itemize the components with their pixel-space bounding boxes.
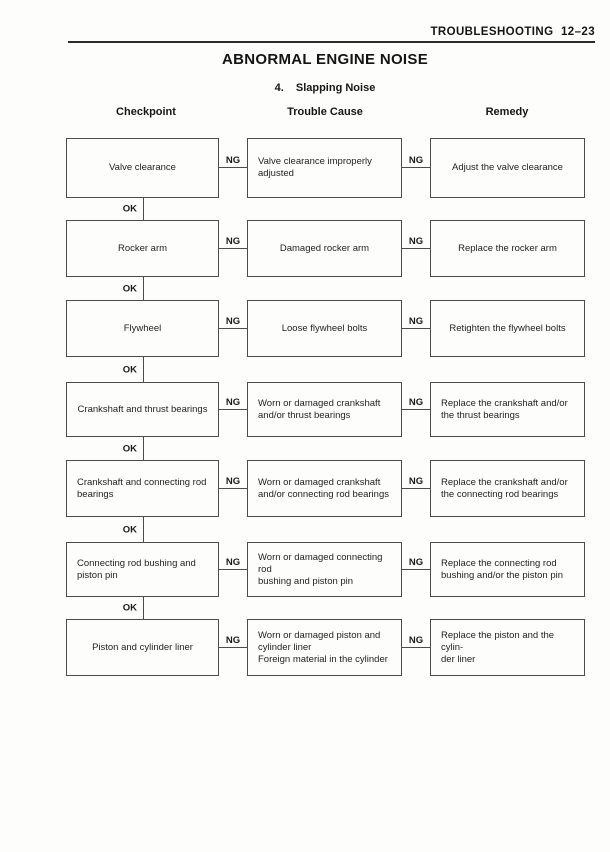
remedy-box: Replace the connecting rod bushing and/o… <box>430 542 585 597</box>
trouble-cause-box: Worn or damaged crankshaft and/or connec… <box>247 460 402 517</box>
ng-label: NG <box>408 235 424 247</box>
ok-line <box>143 517 144 542</box>
ok-label: OK <box>122 203 137 215</box>
section-number: 4. <box>274 82 284 94</box>
flow-row: Connecting rod bushing and piston pin NG… <box>0 542 610 597</box>
remedy-box: Replace the crankshaft and/or the thrust… <box>430 382 585 437</box>
ok-label: OK <box>122 602 137 614</box>
remedy-box: Retighten the flywheel bolts <box>430 300 585 357</box>
checkpoint-box: Piston and cylinder liner <box>66 619 219 676</box>
flow-row: Rocker arm NG Damaged rocker arm NG Repl… <box>0 220 610 277</box>
flow-row: Piston and cylinder liner NG Worn or dam… <box>0 619 610 676</box>
remedy-box: Adjust the valve clearance <box>430 138 585 198</box>
checkpoint-box: Flywheel <box>66 300 219 357</box>
ng-connector: NG <box>402 316 430 329</box>
flow-row: Crankshaft and thrust bearings NG Worn o… <box>0 382 610 437</box>
flow-row: Crankshaft and connecting rod bearings N… <box>0 460 610 517</box>
ok-connector: OK <box>99 198 144 220</box>
flow-row: Valve clearance NG Valve clearance impro… <box>0 138 610 198</box>
ng-connector: NG <box>219 635 247 648</box>
ng-label: NG <box>225 396 241 408</box>
ng-connector: NG <box>219 155 247 168</box>
trouble-cause-box: Worn or damaged connecting rod bushing a… <box>247 542 402 597</box>
ng-connector: NG <box>219 236 247 249</box>
trouble-cause-box: Worn or damaged piston and cylinder line… <box>247 619 402 676</box>
ng-label: NG <box>225 315 241 327</box>
ok-connector: OK <box>99 277 144 300</box>
ok-label: OK <box>122 443 137 454</box>
checkpoint-box: Crankshaft and thrust bearings <box>66 382 219 437</box>
ok-connector: OK <box>99 517 144 542</box>
ok-line <box>143 357 144 382</box>
ng-connector: NG <box>402 476 430 489</box>
section-subtitle: 4. Slapping Noise <box>40 82 610 94</box>
trouble-cause-box: Worn or damaged crankshaft and/or thrust… <box>247 382 402 437</box>
ng-connector: NG <box>219 316 247 329</box>
ng-label: NG <box>408 556 424 568</box>
remedy-box: Replace the rocker arm <box>430 220 585 277</box>
ng-label: NG <box>408 315 424 327</box>
ng-connector: NG <box>402 397 430 410</box>
checkpoint-box: Crankshaft and connecting rod bearings <box>66 460 219 517</box>
ng-connector: NG <box>402 155 430 168</box>
ng-connector: NG <box>402 236 430 249</box>
remedy-box: Replace the piston and the cylin- der li… <box>430 619 585 676</box>
column-header-trouble-cause: Trouble Cause <box>287 106 363 118</box>
ok-line <box>143 437 144 460</box>
running-header: TROUBLESHOOTING 12–23 <box>430 26 595 38</box>
ng-label: NG <box>408 475 424 487</box>
ok-label: OK <box>122 283 137 294</box>
trouble-cause-box: Damaged rocker arm <box>247 220 402 277</box>
ok-line <box>143 198 144 220</box>
page-title: ABNORMAL ENGINE NOISE <box>221 51 429 68</box>
column-header-remedy: Remedy <box>485 106 529 118</box>
ok-line <box>143 277 144 300</box>
ok-line <box>143 597 144 619</box>
section-title: Slapping Noise <box>295 82 376 94</box>
ng-label: NG <box>225 475 241 487</box>
ng-connector: NG <box>219 557 247 570</box>
trouble-cause-box: Valve clearance improperly adjusted <box>247 138 402 198</box>
trouble-cause-box: Loose flywheel bolts <box>247 300 402 357</box>
flow-row: Flywheel NG Loose flywheel bolts NG Reti… <box>0 300 610 357</box>
column-header-checkpoint: Checkpoint <box>116 106 176 118</box>
ok-connector: OK <box>99 357 144 382</box>
checkpoint-box: Rocker arm <box>66 220 219 277</box>
ng-connector: NG <box>219 397 247 410</box>
ng-connector: NG <box>219 476 247 489</box>
ng-label: NG <box>225 634 241 646</box>
ng-connector: NG <box>402 557 430 570</box>
ng-connector: NG <box>402 635 430 648</box>
checkpoint-box: Valve clearance <box>66 138 219 198</box>
ng-label: NG <box>225 235 241 247</box>
remedy-box: Replace the crankshaft and/or the connec… <box>430 460 585 517</box>
ok-label: OK <box>122 364 137 375</box>
ng-label: NG <box>408 155 424 166</box>
ok-connector: OK <box>99 597 144 619</box>
ng-label: NG <box>225 155 241 166</box>
ng-label: NG <box>225 556 241 568</box>
ng-label: NG <box>408 396 424 408</box>
ng-label: NG <box>408 634 424 646</box>
ok-connector: OK <box>99 437 144 460</box>
ok-label: OK <box>122 524 137 535</box>
checkpoint-box: Connecting rod bushing and piston pin <box>66 542 219 597</box>
header-rule <box>68 41 595 43</box>
